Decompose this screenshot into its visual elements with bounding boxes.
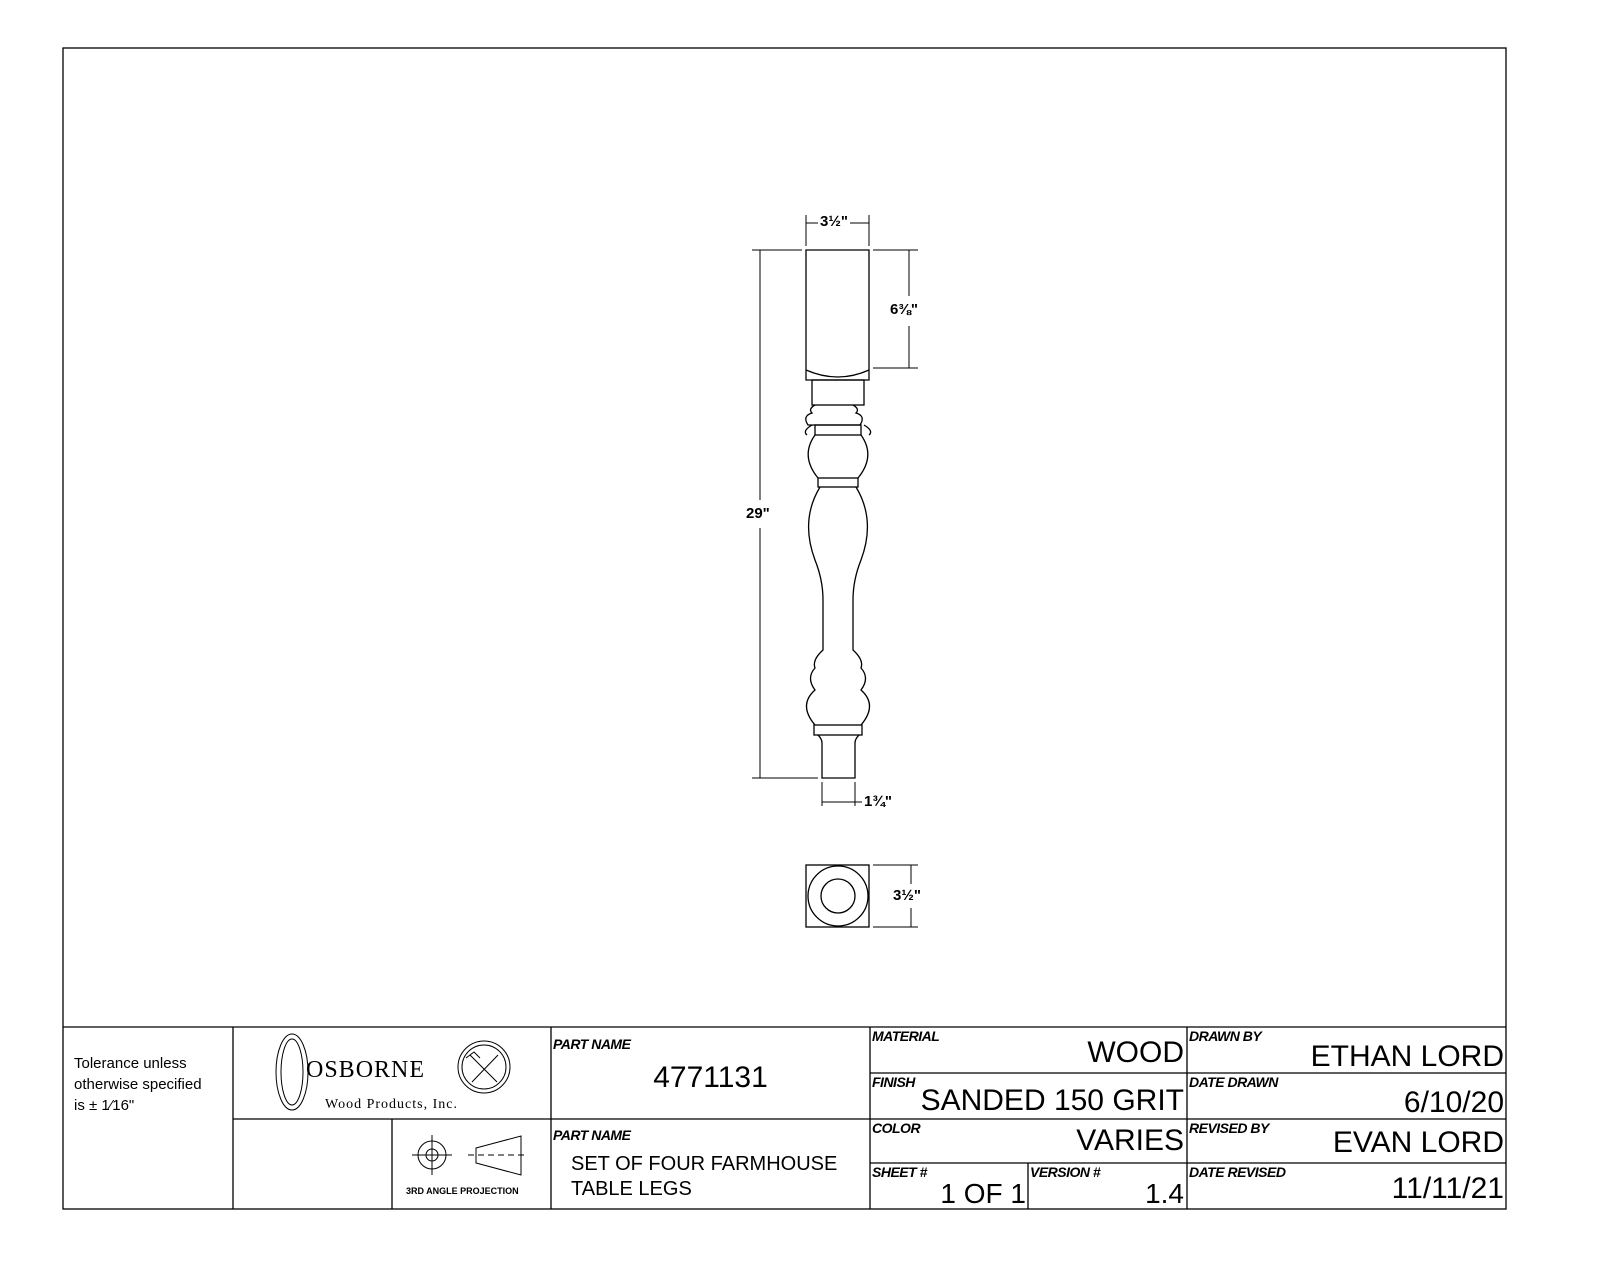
color-value: VARIES (1076, 1124, 1184, 1157)
title-block-grid (63, 1026, 1506, 1209)
part-number: 4771131 (653, 1061, 768, 1094)
material-label: MATERIAL (872, 1028, 940, 1044)
finish-label: FINISH (872, 1074, 915, 1090)
third-angle-projection-icon (412, 1135, 528, 1176)
color-label: COLOR (872, 1120, 921, 1136)
tolerance-line-1: Tolerance unless (74, 1055, 187, 1072)
sheet-value: 1 OF 1 (940, 1178, 1026, 1209)
dim-top-width: 3½" (820, 213, 848, 230)
part-name-line-1: SET OF FOUR FARMHOUSE (571, 1153, 838, 1175)
sheet-label: SHEET # (872, 1164, 927, 1180)
logo-subtitle: Wood Products, Inc. (325, 1097, 458, 1112)
table-leg-profile (804, 249, 872, 779)
part-name-line-2: TABLE LEGS (571, 1178, 692, 1200)
dim-overall-height: 29" (746, 505, 770, 522)
logo-name: OSBORNE (306, 1057, 426, 1083)
dim-foot-width: 1¾" (864, 793, 892, 810)
dim-top-block-height: 6⅜" (890, 301, 918, 318)
osborne-logo (275, 1033, 511, 1111)
finish-value: SANDED 150 GRIT (920, 1084, 1184, 1117)
revised-by-value: EVAN LORD (1332, 1126, 1504, 1159)
dim-end-view-width: 3½" (893, 887, 921, 904)
date-drawn-value: 6/10/20 (1403, 1086, 1504, 1119)
drawn-by-label: DRAWN BY (1189, 1028, 1262, 1044)
version-label: VERSION # (1030, 1164, 1101, 1180)
dimension-lines (752, 215, 918, 928)
tolerance-note: Tolerance unless otherwise specified is … (74, 1053, 202, 1116)
material-value: WOOD (1087, 1036, 1184, 1069)
part-number-label: PART NAME (553, 1036, 631, 1052)
sheet-border (62, 47, 1507, 1210)
tolerance-line-3: is ± 1⁄16" (74, 1097, 135, 1114)
date-drawn-label: DATE DRAWN (1189, 1074, 1278, 1090)
date-revised-label: DATE REVISED (1189, 1164, 1286, 1180)
drawn-by-value: ETHAN LORD (1310, 1040, 1504, 1073)
end-view (805, 864, 870, 928)
tolerance-line-2: otherwise specified (74, 1076, 202, 1093)
date-revised-value: 11/11/21 (1391, 1172, 1504, 1205)
part-name-label: PART NAME (553, 1127, 631, 1143)
part-name: SET OF FOUR FARMHOUSE TABLE LEGS (571, 1152, 837, 1202)
version-value: 1.4 (1145, 1178, 1184, 1209)
projection-label: 3RD ANGLE PROJECTION (406, 1186, 519, 1196)
revised-by-label: REVISED BY (1189, 1120, 1269, 1136)
